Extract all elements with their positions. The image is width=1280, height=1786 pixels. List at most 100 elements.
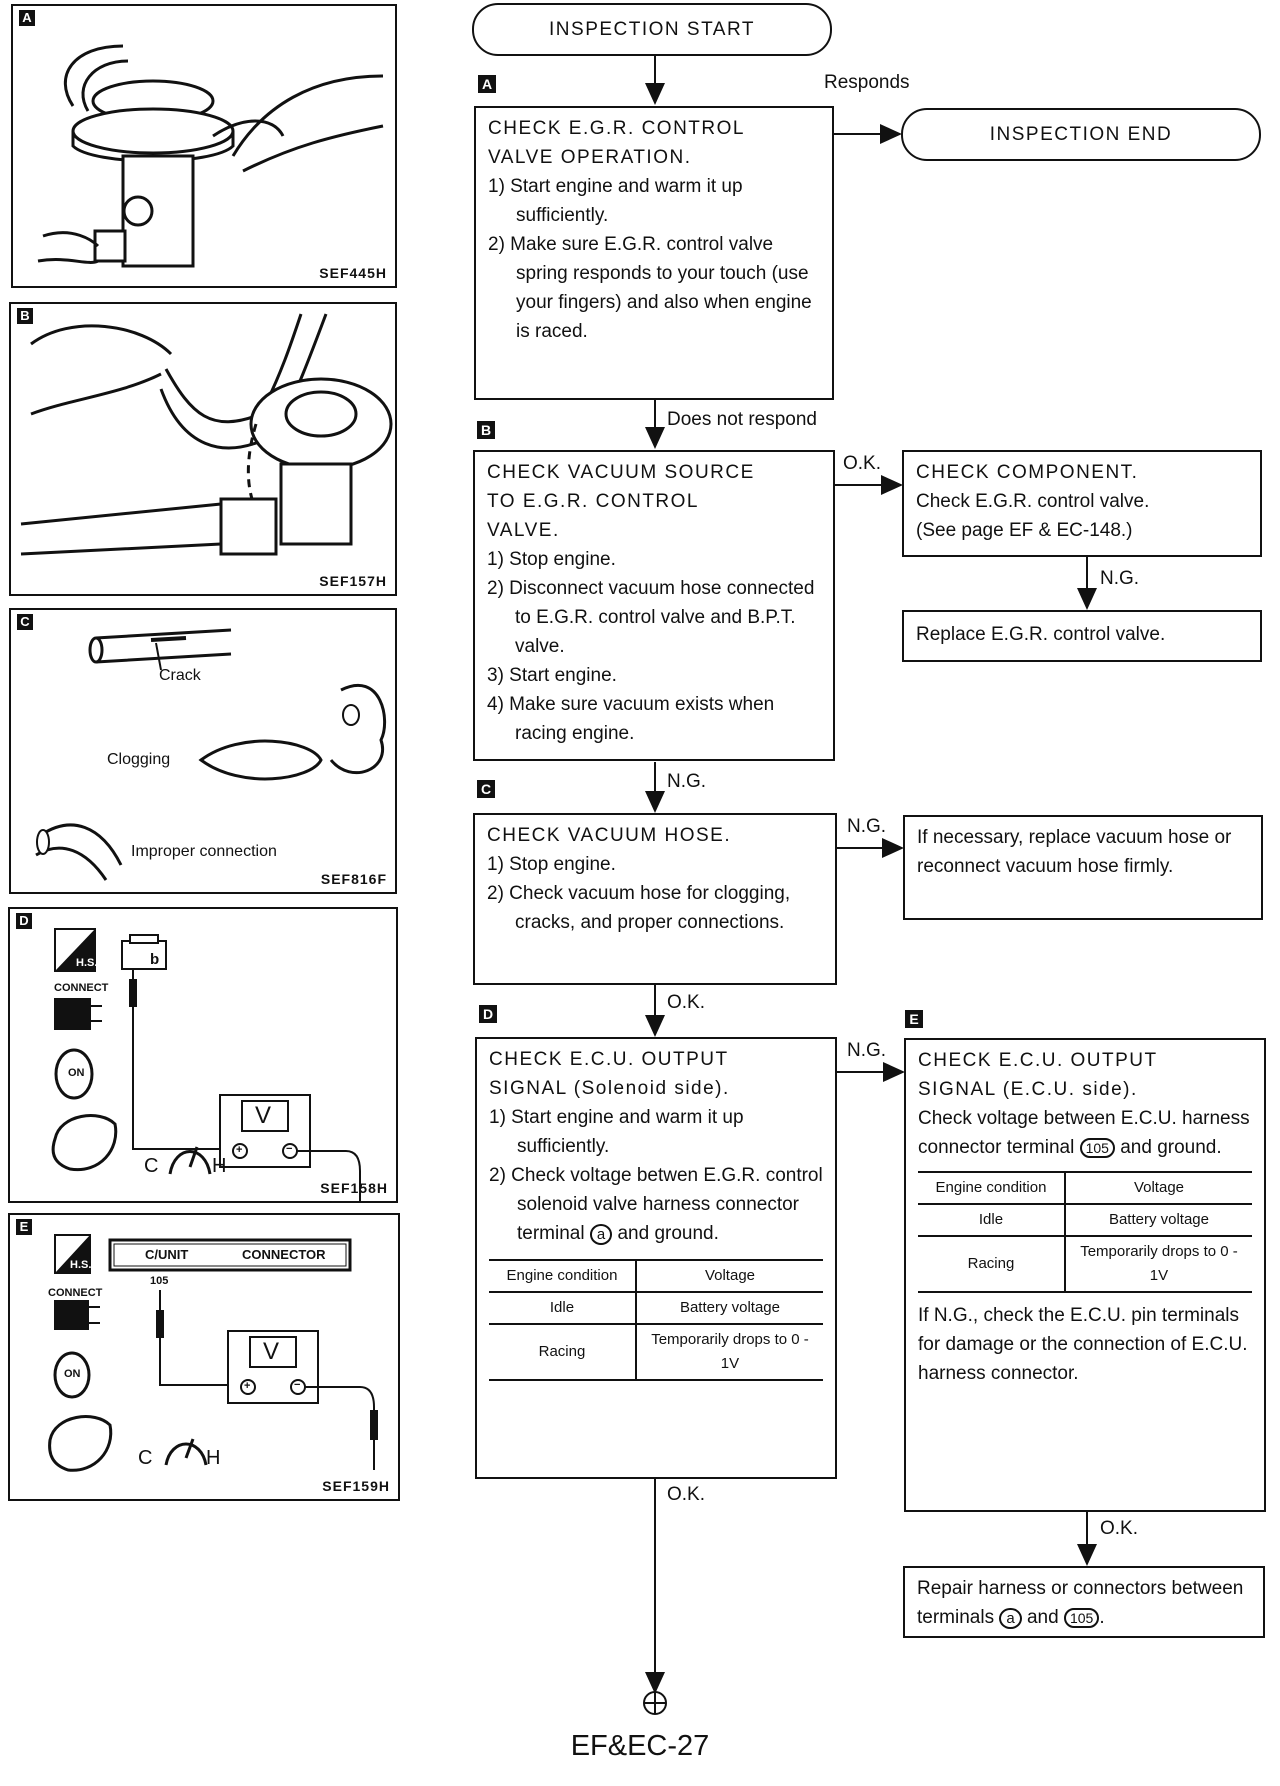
repair-text-b: and xyxy=(1021,1607,1064,1628)
table-header-voltage: Voltage xyxy=(635,1259,823,1292)
step-d-item-2a: 2) Check voltage betwen E.G.R. control s… xyxy=(489,1165,823,1244)
temp-hot-label: H xyxy=(212,1155,227,1177)
ng-label-component: N.G. xyxy=(1100,568,1140,589)
temp-cold-label: C xyxy=(138,1447,153,1469)
panel-letter: A xyxy=(19,10,35,26)
replace-hose-text: If necessary, replace vacuum hose or rec… xyxy=(917,827,1232,877)
table-header-condition: Engine condition xyxy=(489,1259,637,1292)
improper-connection-label: Improper connection xyxy=(131,843,277,860)
voltmeter-symbol: V xyxy=(255,1102,272,1129)
panel-letter: B xyxy=(17,308,33,324)
replace-valve-text: Replace E.G.R. control valve. xyxy=(916,624,1166,645)
table-header-condition: Engine condition xyxy=(918,1171,1066,1204)
table-cell: Racing xyxy=(489,1323,637,1381)
page-number: EF&EC-27 xyxy=(570,1730,710,1762)
terminal-a-circle: a xyxy=(999,1608,1022,1629)
illustration-panel-c: C Crack Clogging Improper connection SEF… xyxy=(9,608,397,894)
table-row: Idle Battery voltage xyxy=(489,1291,823,1324)
step-c-box: CHECK VACUUM HOSE. 1) Stop engine. 2) Ch… xyxy=(473,813,837,985)
table-row: Racing Temporarily drops to 0 - 1V xyxy=(918,1235,1252,1293)
check-component-title: CHECK COMPONENT. xyxy=(916,462,1139,483)
illustration-panel-d: D CONNECT H.S. ON b V + − C H SEF158H xyxy=(8,907,398,1203)
inspection-start: INSPECTION START xyxy=(472,3,832,56)
step-letter-e: E xyxy=(905,1010,923,1028)
temp-cold-label: C xyxy=(144,1155,159,1177)
step-a-title-1: CHECK E.G.R. CONTROL xyxy=(488,118,745,139)
table-row: Idle Battery voltage xyxy=(918,1203,1252,1236)
ignition-on-label: ON xyxy=(64,1368,81,1380)
step-d-box: CHECK E.C.U. OUTPUT SIGNAL (Solenoid sid… xyxy=(475,1037,837,1479)
table-row: Engine condition Voltage xyxy=(489,1259,823,1292)
step-d-voltage-table: Engine condition Voltage Idle Battery vo… xyxy=(489,1259,823,1381)
table-cell: Battery voltage xyxy=(635,1291,823,1324)
replace-valve-box: Replace E.G.R. control valve. xyxy=(902,610,1262,662)
repair-box: Repair harness or connectors between ter… xyxy=(903,1566,1265,1638)
ok-label-c: O.K. xyxy=(667,992,706,1013)
connect-label: CONNECT xyxy=(54,982,109,994)
step-a-item-2: 2) Make sure E.G.R. control valve spring… xyxy=(488,234,812,342)
step-b-box: CHECK VACUUM SOURCE TO E.G.R. CONTROL VA… xyxy=(473,450,835,761)
ok-label-b: O.K. xyxy=(843,453,882,474)
step-d-title-1: CHECK E.C.U. OUTPUT xyxy=(489,1049,729,1070)
figure-code: SEF159H xyxy=(322,1478,390,1494)
table-row: Engine condition Voltage xyxy=(918,1171,1252,1204)
step-b-item-2: 2) Disconnect vacuum hose connected to E… xyxy=(487,578,815,657)
step-c-item-1: 1) Stop engine. xyxy=(487,854,616,875)
step-letter-a: A xyxy=(478,75,496,93)
clogging-label: Clogging xyxy=(107,751,171,768)
step-a-title-2: VALVE OPERATION. xyxy=(488,147,692,168)
voltmeter-symbol: V xyxy=(263,1338,280,1365)
check-component-box: CHECK COMPONENT. Check E.G.R. control va… xyxy=(902,450,1262,557)
pin-105-label: 105 xyxy=(150,1275,169,1287)
table-cell: Idle xyxy=(489,1291,637,1324)
figure-code: SEF158H xyxy=(320,1180,388,1196)
illustration-panel-b: B SEF157H xyxy=(9,302,397,596)
step-e-note: If N.G., check the E.C.U. pin terminals … xyxy=(918,1305,1248,1384)
panel-letter: D xyxy=(16,913,32,929)
step-c-item-2: 2) Check vacuum hose for clogging, crack… xyxy=(487,883,791,933)
inspection-end: INSPECTION END xyxy=(901,108,1261,161)
figure-code: SEF816F xyxy=(320,871,387,887)
table-cell: Temporarily drops to 0 - 1V xyxy=(635,1323,823,1381)
hs-label: H.S. xyxy=(76,957,98,969)
step-e-voltage-table: Engine condition Voltage Idle Battery vo… xyxy=(918,1171,1252,1293)
meter-plus-label: + xyxy=(244,1380,251,1392)
ng-label-d: N.G. xyxy=(847,1040,887,1061)
panel-letter: C xyxy=(17,614,33,630)
voltmeter-circuit-e xyxy=(48,1234,378,1472)
step-e-body-1: Check voltage between E.C.U. harness con… xyxy=(918,1108,1250,1158)
step-c-title: CHECK VACUUM HOSE. xyxy=(487,825,732,846)
table-cell: Racing xyxy=(918,1235,1066,1293)
responds-label: Responds xyxy=(824,72,910,93)
connector-label: CONNECTOR xyxy=(242,1247,326,1262)
step-b-title-2: TO E.G.R. CONTROL xyxy=(487,491,700,512)
step-e-body-2: and ground. xyxy=(1114,1137,1222,1158)
table-cell: Temporarily drops to 0 - 1V xyxy=(1064,1235,1252,1293)
cunit-label: C/UNIT xyxy=(145,1247,189,1262)
continue-symbol-icon xyxy=(643,1691,667,1715)
illustration-panel-e: E CONNECT H.S. ON C/UNIT CONNECTOR 105 V… xyxy=(8,1213,400,1501)
egr-valve-hand-illustration xyxy=(37,44,384,268)
step-b-title-1: CHECK VACUUM SOURCE xyxy=(487,462,755,483)
terminal-105-circle: 105 xyxy=(1079,1138,1115,1158)
replace-hose-box: If necessary, replace vacuum hose or rec… xyxy=(903,815,1263,920)
step-letter-d: D xyxy=(479,1005,497,1023)
step-d-item-2b: and ground. xyxy=(612,1223,719,1244)
hs-label: H.S. xyxy=(70,1259,92,1271)
step-b-item-1: 1) Stop engine. xyxy=(487,549,616,570)
figure-code: SEF445H xyxy=(319,265,387,281)
step-letter-b: B xyxy=(477,421,495,439)
table-cell: Idle xyxy=(918,1203,1066,1236)
check-component-line-2: (See page EF & EC-148.) xyxy=(916,520,1133,541)
ok-label-d: O.K. xyxy=(667,1484,706,1505)
step-d-item-2: 2) Check voltage betwen E.G.R. control s… xyxy=(489,1161,823,1249)
terminal-105-circle: 105 xyxy=(1063,1608,1100,1628)
table-cell: Battery voltage xyxy=(1064,1203,1252,1236)
crack-label: Crack xyxy=(159,667,201,684)
step-e-body: Check voltage between E.C.U. harness con… xyxy=(918,1104,1252,1163)
figure-code: SEF157H xyxy=(319,573,387,589)
ignition-on-label: ON xyxy=(68,1067,85,1079)
step-b-item-4: 4) Make sure vacuum exists when racing e… xyxy=(487,694,775,744)
terminal-a-circle: a xyxy=(589,1224,613,1245)
temp-hot-label: H xyxy=(206,1447,221,1469)
